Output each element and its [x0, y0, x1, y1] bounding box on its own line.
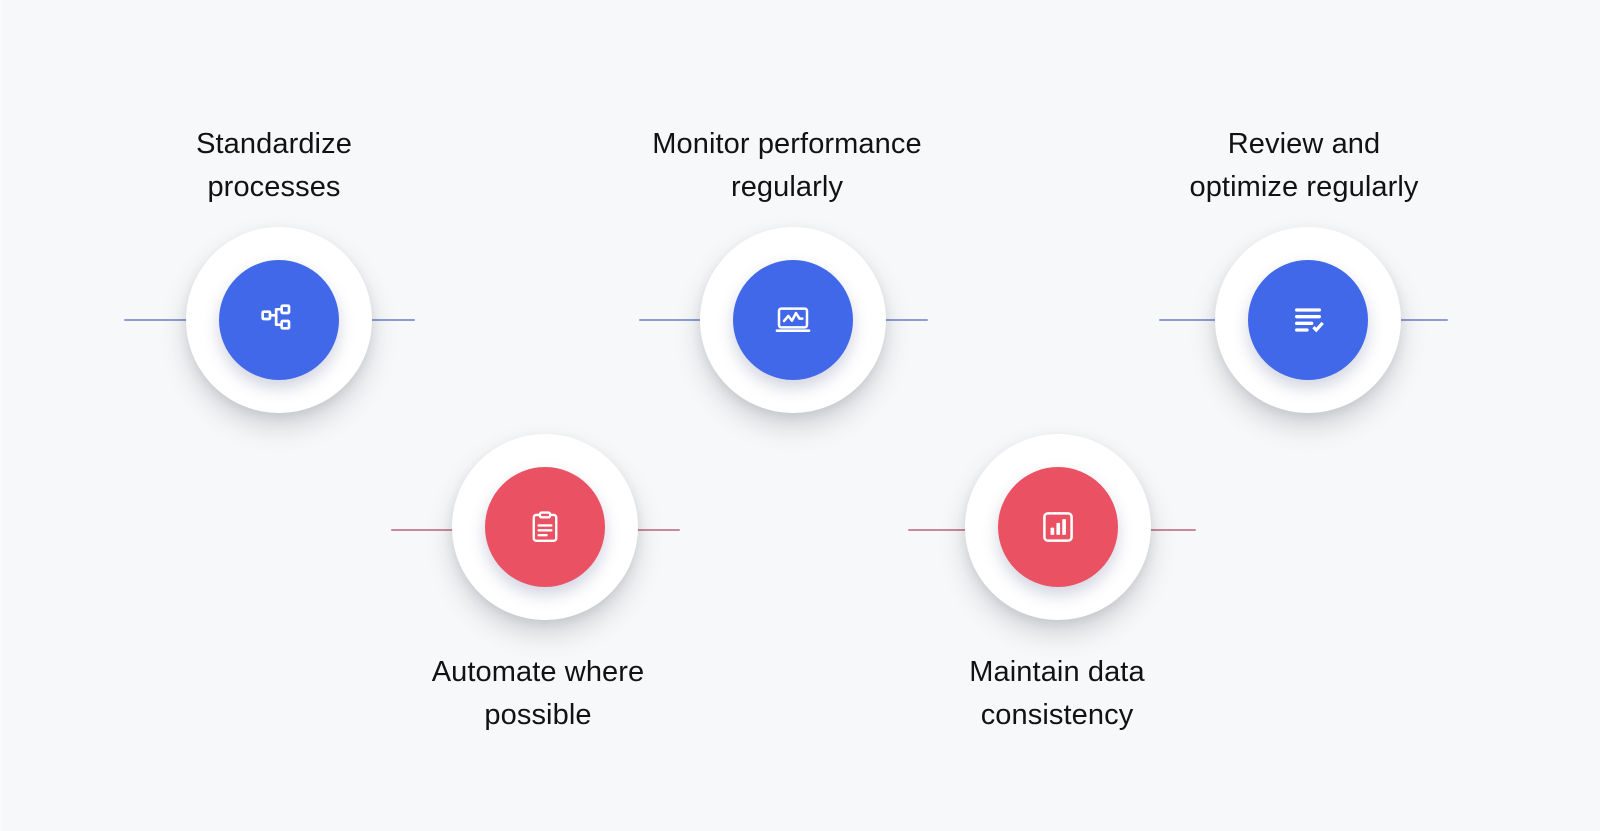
- connector-line-node-1-left: [124, 319, 196, 321]
- connector-line-node-3-right: [1398, 319, 1448, 321]
- node-label-review-and-optimize: Review and optimize regularly: [1189, 128, 1419, 203]
- bar-chart-icon: [1039, 508, 1077, 546]
- checklist-icon: [1288, 300, 1328, 340]
- connector-line-node-5-left: [908, 529, 980, 531]
- node-label-automate-where-possible: Automate where possible: [431, 656, 645, 731]
- connector-line-node-4-left: [391, 529, 465, 531]
- node-label-monitor-performance: Monitor performance regularly: [652, 128, 922, 203]
- connector-line-node-3-left: [1159, 319, 1229, 321]
- node-disc: [485, 467, 605, 587]
- account-tree-icon: [259, 300, 299, 340]
- connector-line-node-2-right: [884, 319, 928, 321]
- diagram-node-standardize-processes[interactable]: [186, 227, 372, 413]
- diagram-node-automate-where-possible[interactable]: [452, 434, 638, 620]
- connector-line-node-1-right: [370, 319, 415, 321]
- node-disc: [998, 467, 1118, 587]
- connector-line-node-5-right: [1138, 529, 1196, 531]
- node-label-standardize-processes: Standardize processes: [196, 128, 352, 203]
- clipboard-icon: [526, 508, 564, 546]
- node-disc: [1248, 260, 1368, 380]
- node-disc: [733, 260, 853, 380]
- node-disc: [219, 260, 339, 380]
- connector-line-node-4-right: [625, 529, 680, 531]
- diagram-node-monitor-performance[interactable]: [700, 227, 886, 413]
- diagram-node-maintain-data-consistency[interactable]: [965, 434, 1151, 620]
- node-label-maintain-data-consistency: Maintain data consistency: [969, 656, 1145, 731]
- connector-line-node-2-left: [639, 319, 711, 321]
- diagram-node-review-and-optimize[interactable]: [1215, 227, 1401, 413]
- laptop-chart-icon: [773, 300, 813, 340]
